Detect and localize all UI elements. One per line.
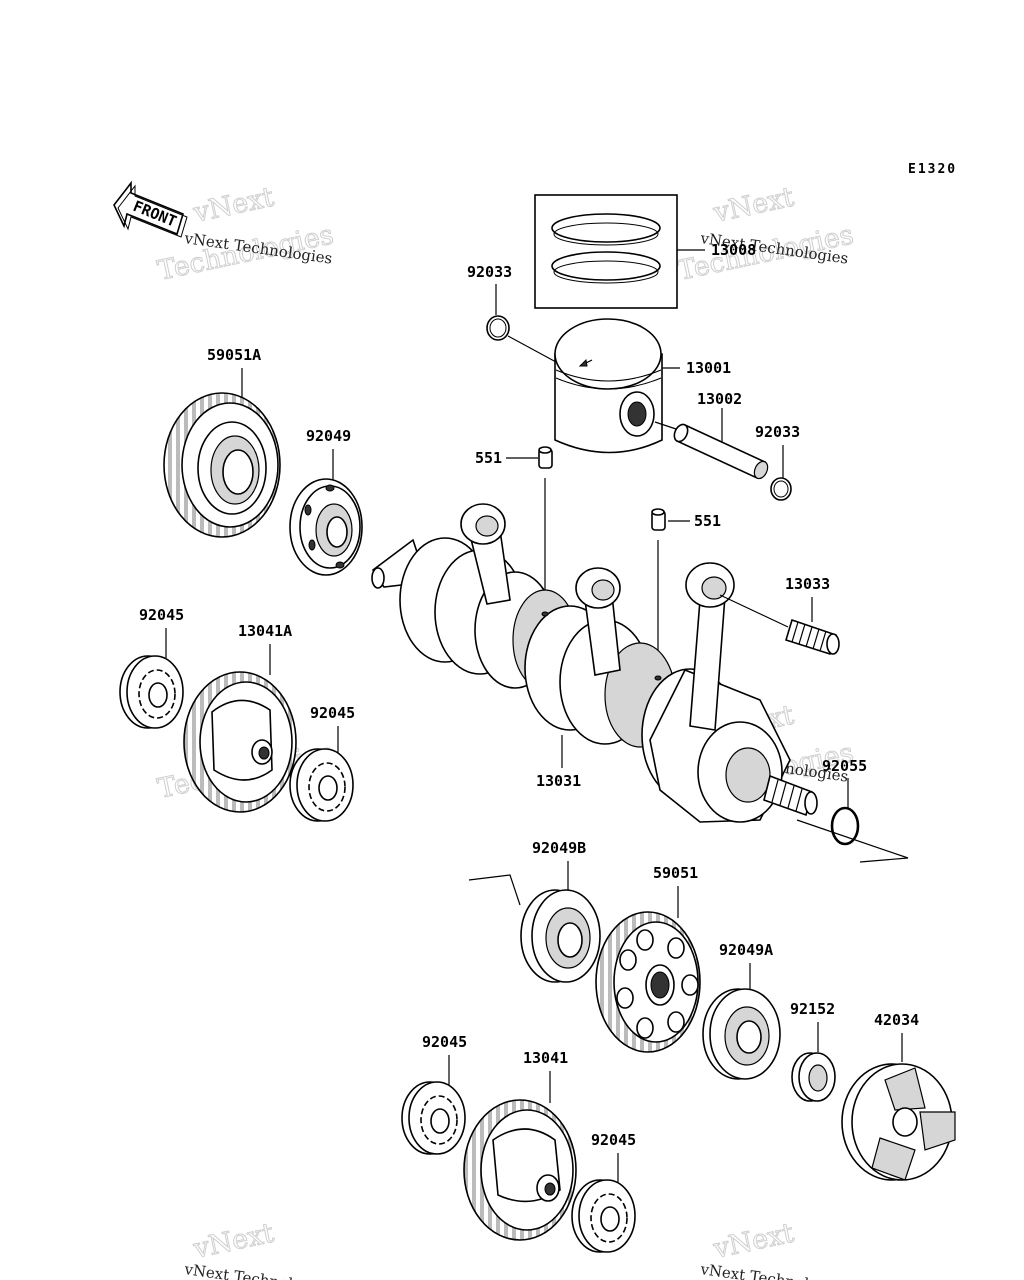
part-ball-bearing-d[interactable] bbox=[571, 1179, 636, 1253]
svg-text:vNext Technologies: vNext Technologies bbox=[698, 1260, 849, 1280]
part-gear-59051A[interactable] bbox=[163, 392, 281, 538]
part-circlip-top[interactable] bbox=[486, 315, 510, 341]
part-dowel-pin-b[interactable] bbox=[651, 508, 666, 531]
callout-92045-b: 92045 bbox=[310, 704, 355, 722]
callout-92152: 92152 bbox=[790, 1000, 835, 1018]
callout-92049A: 92049A bbox=[719, 941, 773, 959]
callout-13031: 13031 bbox=[536, 772, 581, 790]
callout-13008: 13008 bbox=[711, 241, 756, 259]
callout-59051: 59051 bbox=[653, 864, 698, 882]
svg-text:vNext: vNext bbox=[190, 1218, 277, 1265]
callout-13041A: 13041A bbox=[238, 622, 292, 640]
callout-13001: 13001 bbox=[686, 359, 731, 377]
part-gear-13041[interactable] bbox=[463, 1099, 577, 1241]
svg-text:vNext: vNext bbox=[710, 1218, 797, 1265]
part-ball-bearing-a[interactable] bbox=[119, 655, 184, 729]
diagram-code: E1320 bbox=[908, 162, 957, 177]
callout-92033-pin: 92033 bbox=[755, 423, 800, 441]
svg-text:vNext: vNext bbox=[190, 182, 277, 229]
part-ball-bearing-c[interactable] bbox=[401, 1081, 466, 1155]
part-piston-pin[interactable] bbox=[672, 422, 770, 480]
part-needle-bearing[interactable] bbox=[785, 618, 840, 656]
part-oil-seal-92049B[interactable] bbox=[520, 889, 601, 983]
callout-92049: 92049 bbox=[306, 427, 351, 445]
watermark-bottom-left: vNext vNext Technologies bbox=[182, 1217, 333, 1280]
part-crankshaft[interactable] bbox=[371, 503, 818, 823]
part-gear-59051[interactable] bbox=[595, 911, 701, 1053]
callout-13002: 13002 bbox=[697, 390, 742, 408]
callout-13033: 13033 bbox=[785, 575, 830, 593]
callout-59051A: 59051A bbox=[207, 346, 261, 364]
callout-13041: 13041 bbox=[523, 1049, 568, 1067]
callout-92055: 92055 bbox=[822, 757, 867, 775]
part-coupling[interactable] bbox=[841, 1063, 956, 1181]
callout-92045-d: 92045 bbox=[591, 1131, 636, 1149]
watermark-top-right: vNext Technologies vNext Technologies bbox=[675, 181, 857, 287]
front-arrow-icon: FRONT bbox=[113, 180, 188, 238]
callout-42034: 42034 bbox=[874, 1011, 919, 1029]
part-piston[interactable] bbox=[554, 318, 663, 454]
part-oil-seal-92049A[interactable] bbox=[702, 988, 781, 1080]
part-piston-rings[interactable] bbox=[534, 194, 678, 309]
watermark-bottom-right: vNext vNext Technologies bbox=[698, 1217, 849, 1280]
callout-551-b: 551 bbox=[694, 512, 721, 530]
callout-92049B: 92049B bbox=[532, 839, 586, 857]
svg-text:vNext: vNext bbox=[710, 182, 797, 229]
callout-551-a: 551 bbox=[475, 449, 502, 467]
part-o-ring[interactable] bbox=[830, 806, 860, 846]
callout-92033-top: 92033 bbox=[467, 263, 512, 281]
part-circlip-pin[interactable] bbox=[770, 477, 792, 501]
callout-92045-a: 92045 bbox=[139, 606, 184, 624]
part-ball-bearing-b[interactable] bbox=[289, 748, 354, 822]
svg-text:vNext Technologies: vNext Technologies bbox=[182, 1260, 333, 1280]
part-collar[interactable] bbox=[791, 1052, 836, 1102]
part-dowel-pin-a[interactable] bbox=[538, 446, 553, 469]
callout-92045-c: 92045 bbox=[422, 1033, 467, 1051]
part-gear-13041A[interactable] bbox=[183, 671, 297, 813]
part-oil-seal-92049[interactable] bbox=[289, 478, 363, 576]
